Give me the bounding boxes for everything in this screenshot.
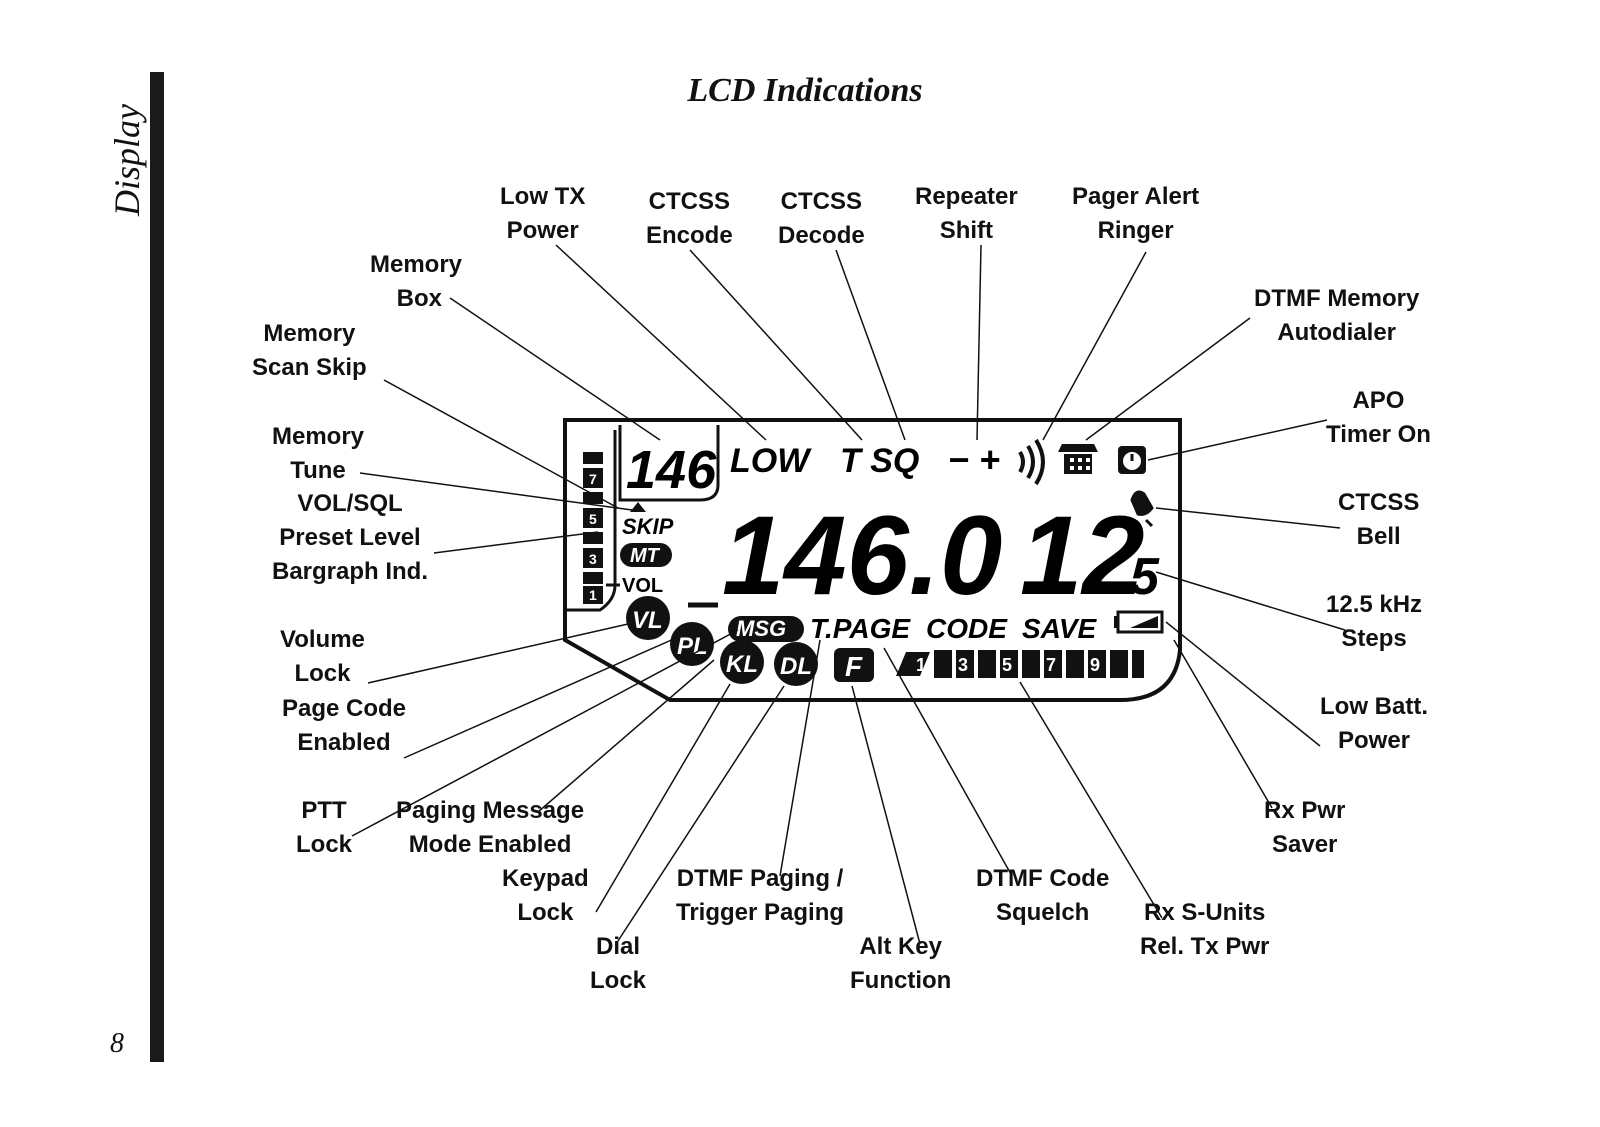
vol-bargraph xyxy=(583,452,603,604)
label-memory-box: Memory Box xyxy=(370,251,463,312)
label-ctcss-bell: CTCSS Bell xyxy=(1338,489,1420,550)
dl-badge xyxy=(774,642,818,686)
s-meter-digit: 7 xyxy=(1046,655,1056,675)
ctcss-bell-icon xyxy=(1130,490,1154,528)
pl-badge xyxy=(670,622,714,666)
kl-indicator: KL xyxy=(726,651,758,678)
f-indicator: F xyxy=(845,651,863,682)
label-memory-tune: Memory Tune xyxy=(272,423,365,484)
label-low-batt-power: Low Batt. Power xyxy=(1320,693,1428,754)
vl-badge xyxy=(626,596,670,640)
vol-indicator: VOL xyxy=(622,575,663,597)
apo-timer-icon xyxy=(1118,446,1146,474)
label-dtmf-memory-autodialer: DTMF Memory Autodialer xyxy=(1254,285,1420,346)
label-ptt-lock: PTT Lock xyxy=(296,797,353,858)
label-repeater-shift: Repeater Shift xyxy=(915,183,1018,244)
label-alt-key-function: Alt Key Function xyxy=(850,933,952,994)
label-keypad-lock: Keypad Lock xyxy=(502,865,589,926)
vol-digit: 1 xyxy=(589,587,597,603)
mt-indicator: MT xyxy=(630,545,661,567)
skip-arrow-icon xyxy=(630,502,646,512)
label-rx-pwr-saver: Rx Pwr Saver xyxy=(1264,797,1346,858)
s-meter-digit: 9 xyxy=(1090,655,1100,675)
label-low-tx-power: Low TX Power xyxy=(500,183,586,244)
vol-digit: 5 xyxy=(589,511,597,527)
low-battery-icon xyxy=(1114,610,1164,634)
label-dial-lock: Dial Lock xyxy=(590,933,647,994)
label-ctcss-decode: CTCSS Decode xyxy=(778,188,865,249)
page-number: 8 xyxy=(110,1028,124,1059)
vol-digit: 3 xyxy=(589,551,597,567)
step-digit: 5 xyxy=(1130,548,1160,606)
skip-indicator: SKIP xyxy=(622,514,674,539)
s-meter-digit: 1 xyxy=(916,655,926,675)
s-meter-digit: 5 xyxy=(1002,655,1012,675)
msg-badge xyxy=(728,616,804,642)
pager-ringer-icon xyxy=(1018,438,1045,486)
label-vol-sql-bargraph: VOL/SQL Preset Level Bargraph Ind. xyxy=(272,490,429,585)
label-dtmf-paging: DTMF Paging / Trigger Paging xyxy=(676,865,845,926)
code-indicator: CODE xyxy=(926,613,1008,644)
vl-indicator: VL xyxy=(632,607,663,634)
label-page-code-enabled: Page Code Enabled xyxy=(282,695,407,756)
vol-digit: 7 xyxy=(589,471,597,487)
dl-indicator: DL xyxy=(780,653,812,680)
label-memory-scan-skip: Memory Scan Skip xyxy=(252,320,367,381)
label-apo-timer-on: APO Timer On xyxy=(1326,387,1431,448)
label-ctcss-encode: CTCSS Encode xyxy=(646,188,733,249)
leader-lines xyxy=(351,244,1346,945)
memory-box-outline xyxy=(618,425,720,502)
kl-badge xyxy=(720,640,764,684)
memory-channel: 146 xyxy=(626,440,717,500)
label-volume-lock: Volume Lock xyxy=(280,626,365,687)
label-paging-message: Paging Message Mode Enabled xyxy=(396,797,585,858)
label-dtmf-code-squelch: DTMF Code Squelch xyxy=(976,865,1110,926)
telephone-icon xyxy=(1058,444,1098,474)
s-meter-bargraph xyxy=(896,650,1144,678)
f-badge xyxy=(834,648,874,682)
s-meter-digit: 3 xyxy=(958,655,968,675)
frequency-display: 146.0 xyxy=(722,493,1002,618)
msg-indicator: MSG xyxy=(736,616,786,641)
label-khz-steps: 12.5 kHz Steps xyxy=(1326,591,1423,652)
mt-badge xyxy=(620,543,672,567)
page-title: LCD Indications xyxy=(687,72,923,109)
tpage-indicator: T.PAGE xyxy=(810,613,911,644)
label-rx-s-units: Rx S-Units Rel. Tx Pwr xyxy=(1140,899,1270,960)
frequency-tail: 12 xyxy=(1020,493,1145,618)
shift-indicator: − + xyxy=(948,439,1000,480)
pl-indicator: PL xyxy=(677,633,708,660)
side-bar xyxy=(150,72,164,1062)
label-pager-alert-ringer: Pager Alert Ringer xyxy=(1072,183,1200,244)
tsq-indicator: T SQ xyxy=(840,442,919,480)
low-indicator: LOW xyxy=(730,442,812,480)
save-indicator: SAVE xyxy=(1022,613,1097,644)
